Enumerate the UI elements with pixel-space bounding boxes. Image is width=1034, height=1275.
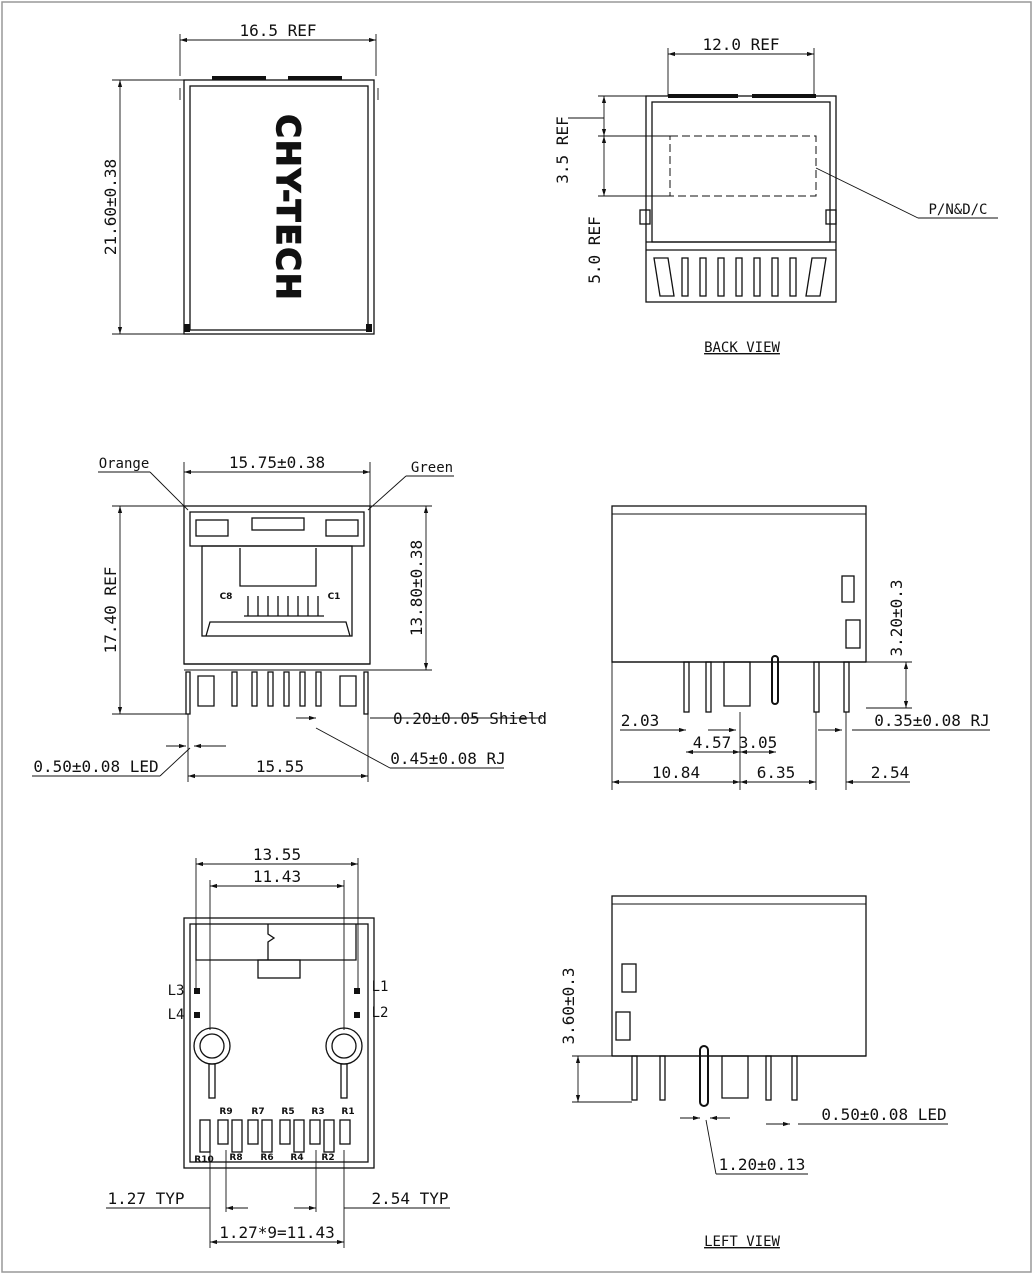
back-view-title: BACK VIEW xyxy=(704,340,780,356)
pin-c8-label: C8 xyxy=(220,592,233,602)
left-height-label: 3.60±0.3 xyxy=(559,967,578,1044)
bottom-w2-label: 11.43 xyxy=(253,867,301,886)
front-view: C8 C1 15.75±0.38 Orange Green 17.40 REF … xyxy=(32,453,547,782)
side-d2-label: 4.57 xyxy=(693,733,732,752)
led-l2-label: L2 xyxy=(372,1005,389,1021)
left-view-title: LEFT VIEW xyxy=(704,1234,780,1250)
bottom-w1-label: 13.55 xyxy=(253,845,301,864)
side-height-label: 3.20±0.3 xyxy=(887,579,906,656)
led-l1-label: L1 xyxy=(372,979,389,995)
pin-r1: R1 xyxy=(341,1107,354,1117)
pitch-label: 1.27*9=11.43 xyxy=(219,1223,335,1242)
led-l4-label: L4 xyxy=(168,1007,185,1023)
side-d3-label: 3.05 xyxy=(739,733,778,752)
front-height-ref-label: 17.40 REF xyxy=(101,567,120,654)
pin-r6: R6 xyxy=(260,1153,273,1163)
pin-r3: R3 xyxy=(311,1107,324,1117)
side-d6-label: 2.54 xyxy=(871,763,910,782)
pin-r2: R2 xyxy=(321,1153,334,1163)
logo-text: CHY-TECH xyxy=(269,114,307,301)
base-width-label: 15.55 xyxy=(256,757,304,776)
pin-r9: R9 xyxy=(219,1107,232,1117)
side-view: 3.20±0.3 2.03 4.57 3.05 0.35±0.08 RJ 10.… xyxy=(611,505,990,790)
side-d1-label: 2.03 xyxy=(621,711,660,730)
left-led-label: 0.50±0.08 LED xyxy=(821,1105,946,1124)
side-rj-label: 0.35±0.08 RJ xyxy=(874,711,990,730)
pin-r10: R10 xyxy=(194,1155,213,1165)
back-dim-a-label: 3.5 REF xyxy=(553,116,572,183)
bottom-view: R9 R7 R5 R3 R1 R10 R8 R6 R4 R2 L3 L4 L1 … xyxy=(106,845,450,1248)
typ2-label: 2.54 TYP xyxy=(371,1189,448,1208)
rj-pin-label: 0.45±0.08 RJ xyxy=(390,749,506,768)
left-view: 3.60±0.3 0.50±0.08 LED 1.20±0.13 LEFT VI… xyxy=(559,895,948,1250)
front-height-body-label: 13.80±0.38 xyxy=(407,540,426,636)
led-l3-label: L3 xyxy=(168,983,185,999)
led-orange-label: Orange xyxy=(99,456,150,472)
typ1-label: 1.27 TYP xyxy=(107,1189,184,1208)
pin-r7: R7 xyxy=(251,1107,264,1117)
front-width-label: 15.75±0.38 xyxy=(229,453,325,472)
left-pin-label: 1.20±0.13 xyxy=(719,1155,806,1174)
pin-r5: R5 xyxy=(281,1107,294,1117)
pin-r4: R4 xyxy=(290,1153,303,1163)
back-width-label: 12.0 REF xyxy=(702,35,779,54)
led-green-label: Green xyxy=(411,460,453,476)
side-d5-label: 6.35 xyxy=(757,763,796,782)
top-height-label: 21.60±0.38 xyxy=(101,159,120,255)
pin-r8: R8 xyxy=(229,1153,242,1163)
back-view: 12.0 REF 3.5 REF 5.0 REF P/N&D/C BACK VI… xyxy=(553,35,998,356)
led-pin-label: 0.50±0.08 LED xyxy=(33,757,158,776)
top-width-label: 16.5 REF xyxy=(239,21,316,40)
back-dim-b-label: 5.0 REF xyxy=(585,216,604,283)
pin-c1-label: C1 xyxy=(328,592,341,602)
pn-label: P/N&D/C xyxy=(928,202,987,218)
shield-label: 0.20±0.05 Shield xyxy=(393,709,547,728)
side-d4-label: 10.84 xyxy=(652,763,700,782)
top-view: 16.5 REF 21.60±0.38 CHY-TECH xyxy=(101,21,379,335)
